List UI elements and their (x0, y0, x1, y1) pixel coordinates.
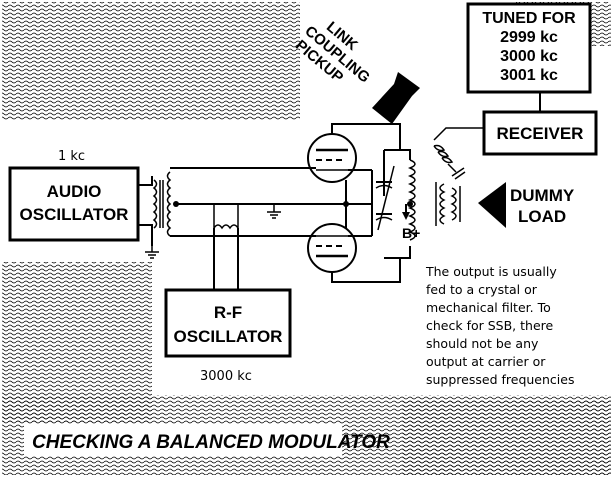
tuned-for-block: TUNED FOR 2999 kc 3000 kc 3001 kc (466, 2, 592, 94)
tuned-freq-2: 3000 kc (500, 48, 558, 65)
bplus-label: B+ (402, 225, 420, 241)
tuned-for-label: TUNED FOR (482, 10, 576, 27)
dummy-load-label-1: DUMMY (510, 186, 575, 205)
tuned-freq-1: 2999 kc (500, 29, 558, 46)
audio-osc-label-2: OSCILLATOR (20, 205, 129, 224)
rf-link-coil (213, 204, 239, 290)
note-text: The output is usually fed to a crystal o… (425, 264, 574, 387)
hatch-panel-right-bottom (402, 400, 611, 475)
audio-transformer (138, 171, 172, 246)
audio-oscillator-block: AUDIO OSCILLATOR 1 kc (8, 149, 140, 242)
ground-icon (145, 246, 159, 259)
rf-oscillator-block: R-F OSCILLATOR 3000 kc (164, 288, 292, 384)
vacuum-tube-upper (307, 123, 401, 183)
receiver-label: RECEIVER (497, 124, 584, 143)
svg-text:check for SSB, there: check for SSB, there (426, 318, 554, 333)
svg-text:should not be any: should not be any (426, 336, 539, 351)
diagram-title: CHECKING A BALANCED MODULATOR (32, 432, 390, 453)
tuned-freq-3: 3001 kc (500, 67, 558, 84)
svg-text:output at carrier or: output at carrier or (426, 354, 546, 369)
link-coupling-label: LINK COUPLING PICKUP (292, 18, 373, 86)
audio-osc-label-1: AUDIO (47, 182, 102, 201)
ground-icon (267, 204, 281, 219)
rf-osc-label-2: OSCILLATOR (174, 327, 283, 346)
receiver-pickup-coil (433, 127, 484, 180)
svg-text:The output is usually: The output is usually (425, 264, 557, 279)
rf-osc-label-1: R-F (214, 303, 242, 322)
hatch-panel-top-left (2, 2, 300, 120)
dummy-load-block: DUMMY LOAD (478, 182, 575, 228)
link-coupling-arrow-icon (372, 72, 420, 124)
dummy-load-arrow-icon (478, 182, 506, 228)
svg-text:suppressed frequencies: suppressed frequencies (426, 372, 574, 387)
audio-osc-freq: 1 kc (58, 149, 85, 164)
vacuum-tube-lower (307, 223, 401, 283)
dummy-load-label-2: LOAD (518, 207, 566, 226)
svg-text:fed to a crystal or: fed to a crystal or (426, 282, 538, 297)
receiver-block: RECEIVER (482, 110, 598, 156)
rf-osc-freq: 3000 kc (200, 369, 252, 384)
tank-circuit: B+ (371, 149, 461, 259)
svg-text:mechanical filter. To: mechanical filter. To (426, 300, 551, 315)
